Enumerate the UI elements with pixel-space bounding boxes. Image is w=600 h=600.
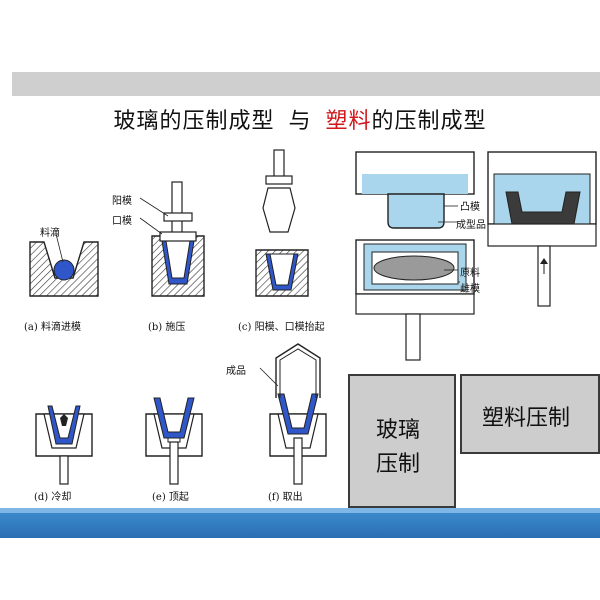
plastic-open-mold — [355, 151, 475, 361]
step-b-pressing — [139, 181, 205, 297]
caption-b: (b) 施压 — [148, 322, 186, 333]
label-male-die: 凸模 — [460, 202, 480, 213]
step-c-lift — [255, 149, 309, 297]
plastic-box-text: 塑料压制 — [482, 406, 571, 431]
plastic-pressing-box: 塑料压制 — [460, 374, 600, 454]
title-part3: 的压制成型 — [371, 109, 487, 134]
caption-e: (e) 顶起 — [152, 492, 189, 503]
slide-title: 玻璃的压制成型与塑料的压制成型 — [0, 103, 600, 135]
title-part1: 玻璃的压制成型 — [113, 109, 275, 134]
caption-a: (a) 料滴进模 — [24, 322, 81, 333]
label-raw-material: 原料 — [460, 268, 480, 279]
label-ring-mold: 口模 — [112, 216, 132, 227]
header-band — [12, 72, 600, 96]
glass-box-line2: 压制 — [376, 452, 421, 477]
step-e-eject — [145, 397, 203, 485]
step-a-gob-entry — [29, 233, 99, 297]
plastic-closed-mold — [487, 151, 597, 307]
label-plunger: 阳模 — [112, 196, 132, 207]
glass-pressing-diagram — [29, 149, 327, 485]
footer-stripe — [0, 508, 600, 513]
label-molded-part: 成型品 — [456, 220, 486, 231]
label-gob: 料滴 — [40, 228, 60, 239]
glass-pressing-box: 玻璃 压制 — [348, 374, 456, 508]
glass-box-line1: 玻璃 — [376, 418, 421, 443]
step-f-removal — [259, 343, 327, 485]
caption-f: (f) 取出 — [268, 492, 303, 503]
title-connector: 与 — [288, 109, 312, 134]
label-female-die: 雌模 — [460, 284, 480, 295]
title-part2: 塑料 — [325, 109, 372, 134]
caption-d: (d) 冷却 — [34, 492, 72, 503]
footer-band — [0, 508, 600, 538]
plastic-pressing-diagram — [355, 151, 597, 361]
step-d-cooling — [35, 405, 93, 485]
label-product: 成品 — [226, 366, 246, 377]
caption-c: (c) 阳模、口模抬起 — [238, 322, 325, 333]
